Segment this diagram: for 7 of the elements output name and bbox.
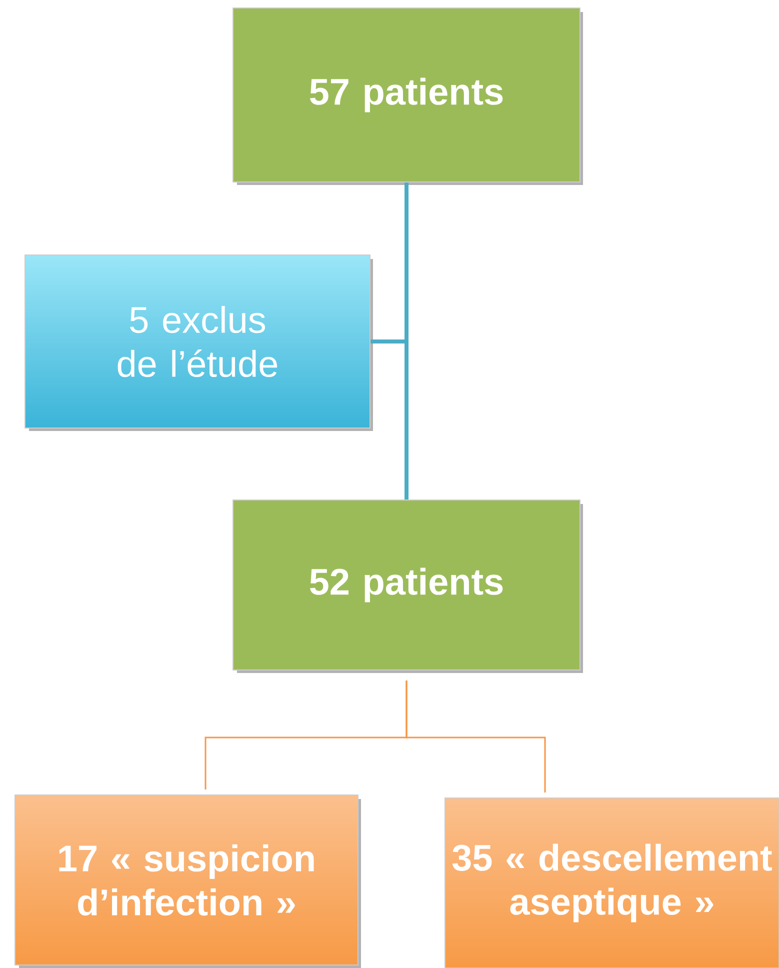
process-box: 5 exclus de l’étude — [24, 254, 370, 428]
connector-line — [406, 680, 546, 792]
process-box: 52 patients — [232, 500, 580, 670]
process-box: 17 « suspicion d’infection » — [14, 794, 358, 966]
connector-line — [370, 182, 408, 344]
process-box: 35 « descellement aseptique » — [444, 798, 779, 968]
process-box: 57 patients — [232, 8, 580, 182]
